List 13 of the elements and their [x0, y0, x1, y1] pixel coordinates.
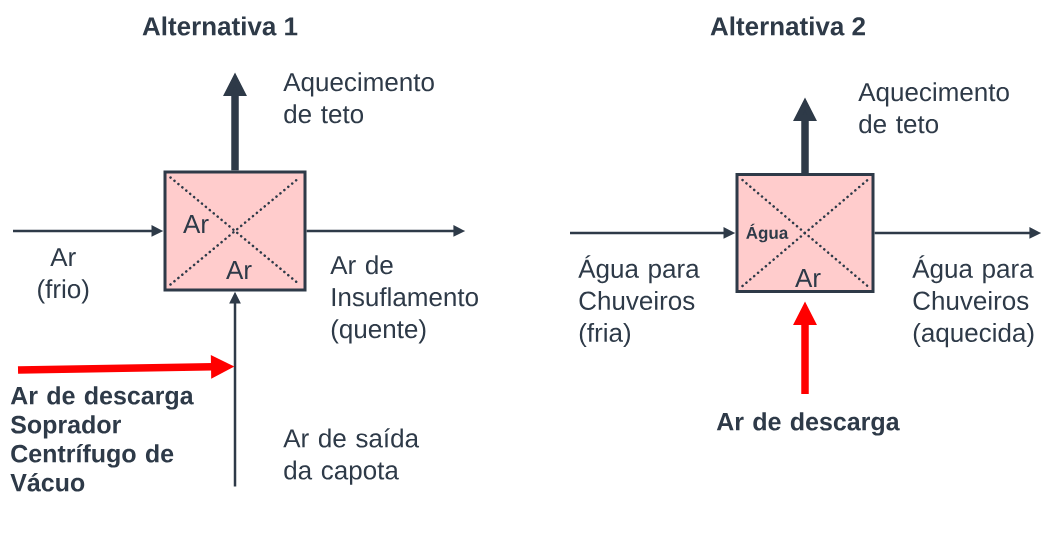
flow-label: Água para Chuveiros (fria) [578, 255, 700, 348]
flow-label: Ar de descarga [716, 412, 900, 436]
title: Alternativa 1 [142, 16, 298, 36]
flow-label: Ar de descarga Soprador Centrífugo de Vácuo [10, 386, 194, 492]
flow-label: Ar de Insuflamento (quente) [330, 255, 478, 344]
flow-label: Aquecimento de teto [858, 82, 1009, 134]
heat-exchanger-box: Ar Ar [163, 170, 307, 292]
flow-label: Ar (frio) [38, 248, 89, 304]
flow-label: Ar de saída da capota [283, 428, 420, 485]
flow-label: Água para Chuveiros (aquecida) [912, 255, 1034, 348]
flow-label: Aquecimento de teto [283, 72, 434, 124]
heat-exchanger-box: Água Ar [735, 173, 875, 293]
title: Alternativa 2 [710, 16, 865, 36]
